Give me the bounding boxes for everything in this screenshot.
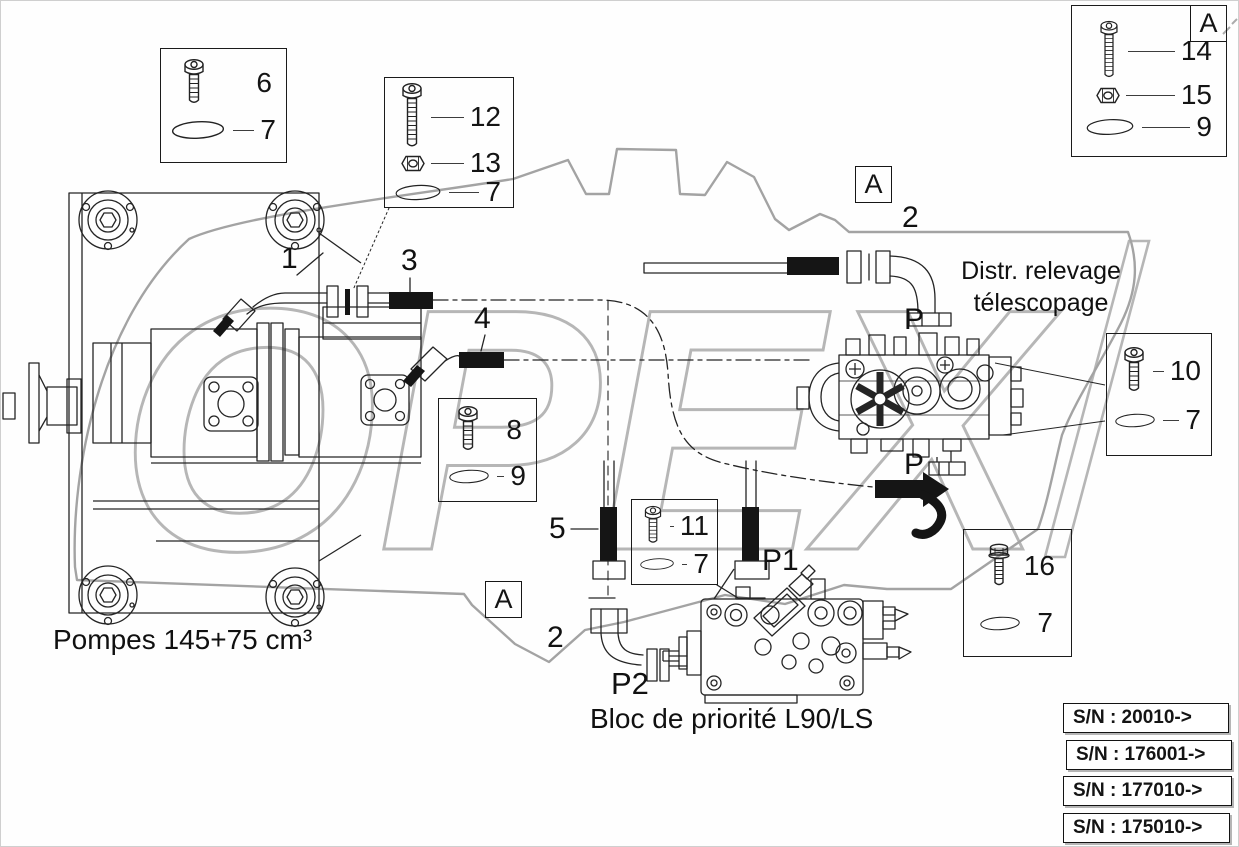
part-number: 12 — [469, 101, 501, 132]
caption-distributor: Distr. relevage télescopage — [949, 255, 1133, 319]
leader-line — [1126, 94, 1175, 96]
part-number: 8 — [506, 414, 522, 445]
part-number: 7 — [693, 548, 709, 579]
callout-1: 1 — [281, 242, 298, 275]
o-ring-icon — [171, 121, 225, 139]
leader-line — [431, 116, 464, 118]
socket-head-bolt-icon — [1100, 20, 1118, 78]
distributor-valve-drawing — [796, 332, 1106, 476]
callout-p-top: P — [904, 303, 925, 336]
callout-p-bottom: P — [904, 448, 925, 481]
caption-distributor-line2: télescopage — [973, 289, 1109, 317]
part-number: 9 — [1196, 111, 1212, 142]
callout-4: 4 — [474, 302, 491, 335]
caption-distributor-line1: Distr. relevage — [961, 257, 1121, 285]
callout-2-top: 2 — [902, 201, 919, 234]
part-box-6-7: 6 7 — [160, 48, 287, 163]
leader-line — [431, 162, 464, 164]
o-ring-icon — [395, 184, 441, 200]
detail-marker-a-bottom: A — [485, 581, 522, 618]
part-number: 7 — [260, 114, 276, 145]
serial-number-badge[interactable]: S/N : 176001-> — [1066, 740, 1232, 770]
part-number: 7 — [485, 176, 501, 207]
part-number: 13 — [469, 147, 501, 178]
callout-p2: P2 — [611, 666, 649, 701]
part-number: 9 — [510, 460, 526, 491]
leader-line — [1163, 419, 1180, 421]
part-number: 7 — [1037, 607, 1053, 638]
o-ring-icon — [980, 616, 1020, 630]
callout-p1: P1 — [762, 544, 799, 577]
part-box-10-7: 10 7 — [1106, 333, 1212, 456]
serial-number-badge[interactable]: S/N : 177010-> — [1063, 776, 1232, 806]
watermark-text: OPEX — [119, 238, 1061, 623]
serial-number-badge[interactable]: S/N : 175010-> — [1063, 813, 1230, 843]
callout-3: 3 — [401, 244, 418, 277]
part-number: 11 — [679, 510, 709, 541]
flow-arrow-icon — [875, 472, 949, 539]
caption-priority-block: Bloc de priorité L90/LS — [590, 703, 874, 734]
leader-line — [1128, 50, 1175, 52]
priority-block-drawing — [662, 564, 912, 704]
callout-2-bottom: 2 — [547, 621, 564, 654]
o-ring-icon — [640, 558, 674, 570]
leader-line — [682, 563, 688, 565]
hex-nut-icon — [401, 155, 425, 171]
serial-number-badge[interactable]: S/N : 20010-> — [1063, 703, 1229, 733]
part-box-16-7: 16 7 — [963, 529, 1072, 657]
leader-line — [670, 525, 674, 527]
part-number: 14 — [1180, 35, 1212, 66]
hex-head-bolt-icon — [988, 543, 1010, 586]
o-ring-icon — [1086, 118, 1134, 136]
socket-head-bolt-icon — [1124, 346, 1144, 391]
part-number: 10 — [1169, 355, 1201, 386]
socket-head-bolt-icon — [184, 58, 204, 103]
leader-line — [1153, 370, 1164, 372]
leader-line — [233, 129, 255, 131]
pump-drawing — [2, 190, 422, 628]
part-box-12-13-7: 12 13 7 — [384, 77, 514, 208]
leader-line — [449, 191, 480, 193]
part-number: 16 — [1023, 550, 1055, 581]
watermark: OPEX — [118, 18, 1238, 625]
page-boundary — [73, 147, 1137, 664]
detail-marker-a-box: A — [1190, 6, 1226, 42]
socket-head-bolt-icon — [458, 405, 478, 450]
part-box-8-9: 8 9 — [438, 398, 537, 502]
part-number: 15 — [1180, 79, 1212, 110]
hoses-and-lines — [213, 207, 952, 682]
socket-head-bolt-icon — [402, 82, 422, 147]
part-box-14-15-9: A 14 15 9 — [1071, 5, 1227, 157]
hex-nut-icon — [1096, 87, 1120, 103]
socket-head-bolt-icon — [644, 505, 662, 543]
part-number: 6 — [256, 67, 272, 98]
detail-marker-a-mid: A — [855, 166, 892, 203]
callout-5: 5 — [549, 512, 566, 545]
caption-pumps: Pompes 145+75 cm³ — [53, 624, 313, 655]
part-number: 7 — [1185, 404, 1201, 435]
o-ring-icon — [1115, 413, 1155, 427]
o-ring-icon — [449, 469, 489, 483]
leader-line — [497, 475, 505, 477]
part-box-11-7: 11 7 — [631, 499, 718, 585]
leader-line — [1142, 126, 1191, 128]
